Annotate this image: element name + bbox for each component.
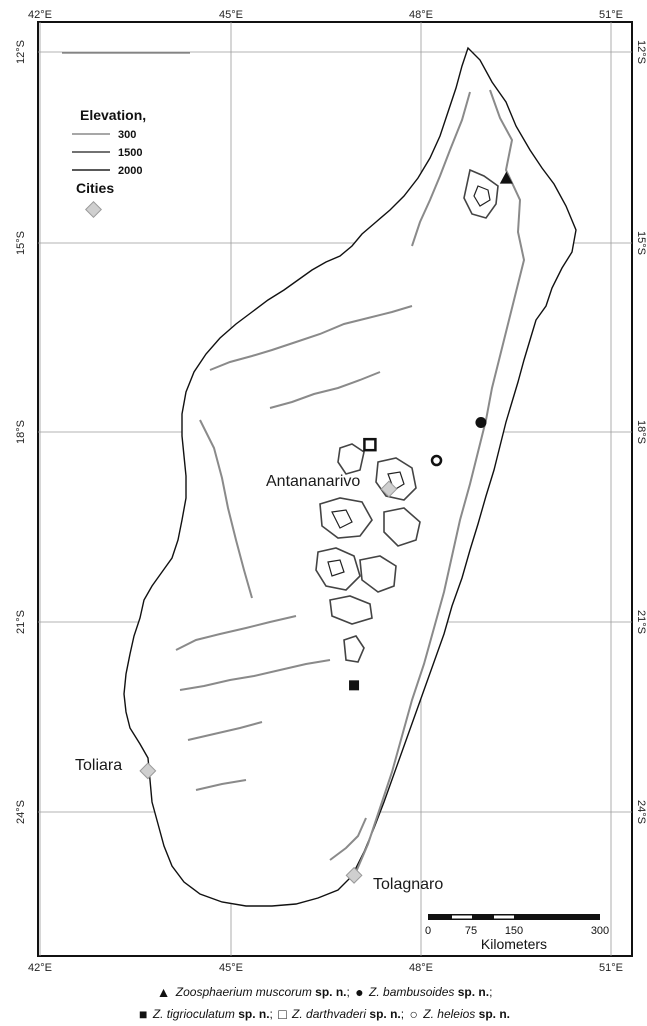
open-circle-icon: [430, 454, 443, 467]
lat-label-left: 12°S: [15, 40, 27, 64]
scale-tick-300: 300: [591, 925, 609, 937]
lon-label-bottom: 51°E: [599, 962, 623, 974]
lat-label-left: 15°S: [15, 231, 27, 255]
city-marker-icon: [139, 762, 157, 780]
legend-cities-title: Cities: [76, 180, 114, 196]
map-frame: [37, 21, 633, 957]
elevation-contours-1500: [315, 168, 499, 663]
legend: Elevation, 300 1500 2000 Cities: [72, 107, 146, 218]
lat-label-right: 21°S: [635, 610, 647, 634]
lat-label-right: 15°S: [635, 231, 647, 255]
caption-species-heleios: Z. heleios: [423, 1007, 476, 1021]
lat-label-left: 18°S: [15, 420, 27, 444]
scale-bar: 0 75 150 300 Kilometers: [425, 914, 609, 952]
caption-species-darthvaderi: Z. darthvaderi: [292, 1007, 367, 1021]
filled-circle-icon: ●: [355, 984, 364, 1000]
lon-label-top: 45°E: [219, 9, 243, 21]
elevation-contours-300: [175, 89, 526, 873]
figure-caption-line-2: ■ Z. tigrioculatum sp. n.; □ Z. darthvad…: [0, 1006, 647, 1022]
filled-circle-icon: [475, 417, 487, 428]
scale-tick-75: 75: [465, 925, 477, 937]
lat-label-left: 24°S: [15, 800, 27, 824]
caption-species-muscorum: Zoosphaerium muscorum: [175, 985, 312, 999]
caption-tag: sp. n.: [238, 1007, 270, 1021]
caption-species-tigrioculatum: Z. tigrioculatum: [152, 1007, 235, 1021]
legend-elevation-title: Elevation,: [80, 107, 146, 123]
lat-label-left: 21°S: [15, 610, 27, 634]
caption-tag: sp. n.: [315, 985, 347, 999]
lon-label-top: 48°E: [409, 9, 433, 21]
caption-separator: ;: [400, 1007, 405, 1021]
open-square-icon: □: [278, 1006, 287, 1022]
caption-tag: sp. n.: [457, 985, 490, 999]
filled-triangle-icon: ▲: [156, 984, 171, 1000]
legend-city-marker-icon: [85, 201, 102, 218]
city-marker-icon: [380, 480, 398, 498]
scale-unit-label: Kilometers: [481, 936, 547, 952]
open-square-icon: [363, 437, 377, 452]
open-circle-icon: ○: [409, 1006, 418, 1022]
caption-tag: sp. n.: [478, 1007, 510, 1021]
caption-separator: ;: [489, 985, 493, 999]
legend-label-1500: 1500: [118, 147, 142, 159]
lon-label-bottom: 42°E: [28, 962, 52, 974]
elevation-contours-2000: [327, 185, 491, 577]
caption-separator: ;: [269, 1007, 273, 1021]
scale-bar-segment: [494, 915, 514, 919]
lat-label-right: 24°S: [635, 800, 647, 824]
island-coastline: [123, 46, 577, 907]
caption-species-bambusoides: Z. bambusoides: [369, 985, 455, 999]
lon-label-bottom: 48°E: [409, 962, 433, 974]
caption-separator: ;: [346, 985, 350, 999]
city-label-antananarivo: Antananarivo: [266, 473, 360, 490]
lon-label-bottom: 45°E: [219, 962, 243, 974]
city-label-toliara: Toliara: [75, 757, 122, 774]
scale-bar-segment: [452, 915, 472, 919]
legend-label-2000: 2000: [118, 165, 142, 177]
legend-label-300: 300: [118, 129, 136, 141]
figure-caption-line-1: ▲ Zoosphaerium muscorum sp. n.; ● Z. bam…: [0, 984, 647, 1000]
lon-label-top: 42°E: [28, 9, 52, 21]
lat-label-right: 12°S: [635, 40, 647, 64]
lat-label-right: 18°S: [635, 420, 647, 444]
city-label-tolagnaro: Tolagnaro: [373, 876, 443, 893]
cities-layer: [139, 480, 398, 884]
filled-square-icon: ■: [139, 1006, 148, 1022]
filled-triangle-icon: [499, 171, 513, 184]
scale-tick-0: 0: [425, 925, 431, 937]
localities-layer: [349, 171, 513, 691]
city-marker-icon: [345, 866, 363, 884]
filled-square-icon: [349, 680, 360, 691]
caption-tag: sp. n.: [369, 1007, 401, 1021]
lon-label-top: 51°E: [599, 9, 623, 21]
scale-tick-150: 150: [505, 925, 523, 937]
